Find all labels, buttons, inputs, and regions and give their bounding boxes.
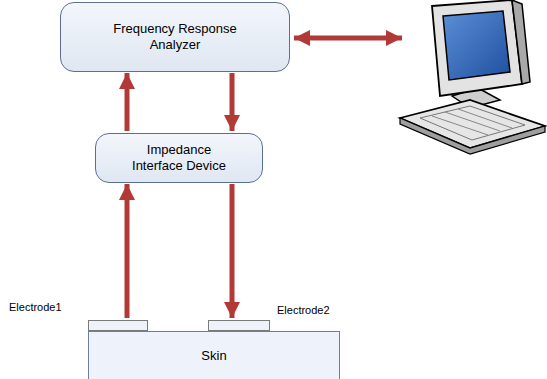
electrode-label: Electrode2 <box>277 304 337 317</box>
process-box: Impedance Interface Device <box>95 133 263 183</box>
signal-arrow <box>230 184 235 318</box>
process-box: Frequency Response Analyzer <box>60 2 290 72</box>
skin-region: Skin <box>88 331 340 379</box>
electrode: Electrode1 <box>88 320 148 331</box>
box-label: Impedance Interface Device <box>120 142 238 173</box>
box-label: Frequency Response Analyzer <box>100 21 250 52</box>
box-label: Skin <box>201 348 226 364</box>
signal-arrow <box>125 184 130 318</box>
signal-arrow <box>125 73 130 131</box>
computer-icon <box>400 0 545 154</box>
electrode: Electrode2 <box>208 320 270 331</box>
signal-arrow <box>230 73 235 131</box>
electrode-label: Electrode1 <box>9 301 67 314</box>
link-arrow <box>294 36 402 41</box>
